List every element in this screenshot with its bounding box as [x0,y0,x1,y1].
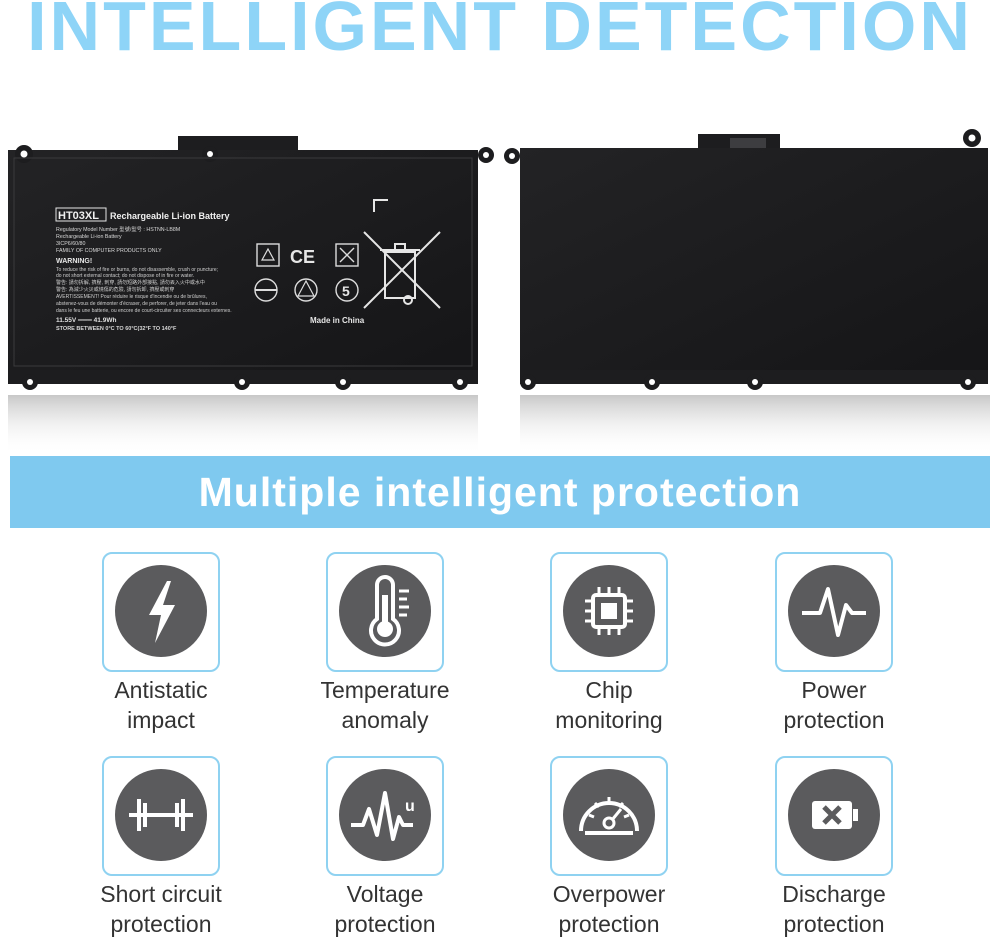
feature-short-circuit: Short circuit protection [51,756,271,939]
headline: INTELLIGENT DETECTION [27,0,973,65]
voltage-glyph: u [405,798,415,815]
feature-label-line1: Chip [585,677,633,703]
feature-frame [102,552,220,672]
battery-x-icon [812,801,858,829]
feature-power: Power protection [724,552,944,735]
label-warn6: abstenez-vous de démonter d'écraser, de … [56,301,217,307]
label-line3: 3ICP6/60/80 [56,241,86,247]
feature-label-line1: Temperature [320,677,450,703]
protection-banner: Multiple intelligent protection [10,456,990,528]
lightning-icon [149,581,175,643]
label-warning: WARNING! [56,258,92,265]
feature-frame [775,552,893,672]
crossed-bin-icon [363,231,441,309]
label-line1: Regulatory Model Number 型號/型号 : HSTNN-LB… [56,225,180,233]
feature-label-line1: Short circuit [100,881,222,907]
feature-label-line2: protection [783,707,885,733]
banner-text: Multiple intelligent protection [198,468,802,515]
voltage-wave-icon: u [351,791,415,841]
recycle-number: 5 [342,283,350,299]
feature-frame [102,756,220,876]
feature-label-line2: protection [558,911,660,937]
feature-label-line1: Power [801,677,867,703]
feature-frame [550,756,668,876]
feature-label-line1: Discharge [782,881,886,907]
battery-front: HT03XL Rechargeable Li-ion Battery Regul… [8,136,494,390]
feature-frame [550,552,668,672]
label-origin: Made in China [310,316,365,325]
recycle-number-icon [335,278,359,302]
feature-chip: Chip monitoring [499,552,719,735]
feature-overpower: Overpower protection [499,756,719,939]
pulse-icon [802,587,866,637]
label-line2: Rechargeable Li-ion Battery [56,234,122,240]
label-store: STORE BETWEEN 0°C TO 60°C(32°F TO 140°F [56,326,177,332]
label-line4: FAMILY OF COMPUTER PRODUCTS ONLY [56,248,162,254]
short-circuit-icon [129,799,193,831]
feature-frame [775,756,893,876]
label-title: Rechargeable Li-ion Battery [110,211,230,221]
label-warn3: 警告: 請勿拆解, 擠壓, 刺穿, 請勿短路外部接點, 請勿丟入火中或水中 [56,279,205,286]
label-warn4: 警告: 為減少火災或燒傷的危險, 請勿拆卸, 擠壓或刺穿 [56,286,174,293]
battery-back [504,129,988,390]
thermometer-icon [369,575,409,647]
recycle-symbol-icon [256,243,280,267]
gauge-icon [579,797,639,835]
safety-mark-icon [294,278,318,302]
battery-product-image: HT03XL Rechargeable Li-ion Battery Regul… [8,129,990,455]
feature-label-line2: protection [783,911,885,937]
feature-label-line2: monitoring [555,707,663,733]
feature-temperature: Temperature anomaly [275,552,495,735]
feature-frame [326,552,444,672]
feature-antistatic: Antistatic impact [51,552,271,735]
feature-label-line2: anomaly [341,707,429,733]
feature-label-line2: protection [110,911,212,937]
label-warn1: To reduce the risk of fire or burns, do … [56,267,218,273]
feature-label-line1: Voltage [346,881,424,907]
label-warn2: do not short external contact; do not di… [56,273,194,279]
feature-voltage: u Voltage protection [275,756,495,939]
feature-discharge: Discharge protection [724,756,944,939]
label-warn7: dans le feu une batterie, ou encore de c… [56,308,232,314]
feature-label-line2: impact [127,707,195,733]
chip-icon [585,587,633,635]
battery-front-reflection [8,395,478,455]
battery-back-reflection [520,395,990,455]
feature-label-line1: Overpower [552,881,666,907]
feature-frame: u [326,756,444,876]
ce-mark: CE [290,247,315,267]
label-model: HT03XL [58,210,99,222]
feature-label-line2: protection [334,911,436,937]
label-rating: 11.55V ═══ 41.9Wh [56,317,116,324]
feature-label-line1: Antistatic [114,677,208,703]
pollution-symbol-icon [335,243,359,267]
label-warn5: AVERTISSEMENT! Pour réduire le risque d'… [56,294,207,300]
